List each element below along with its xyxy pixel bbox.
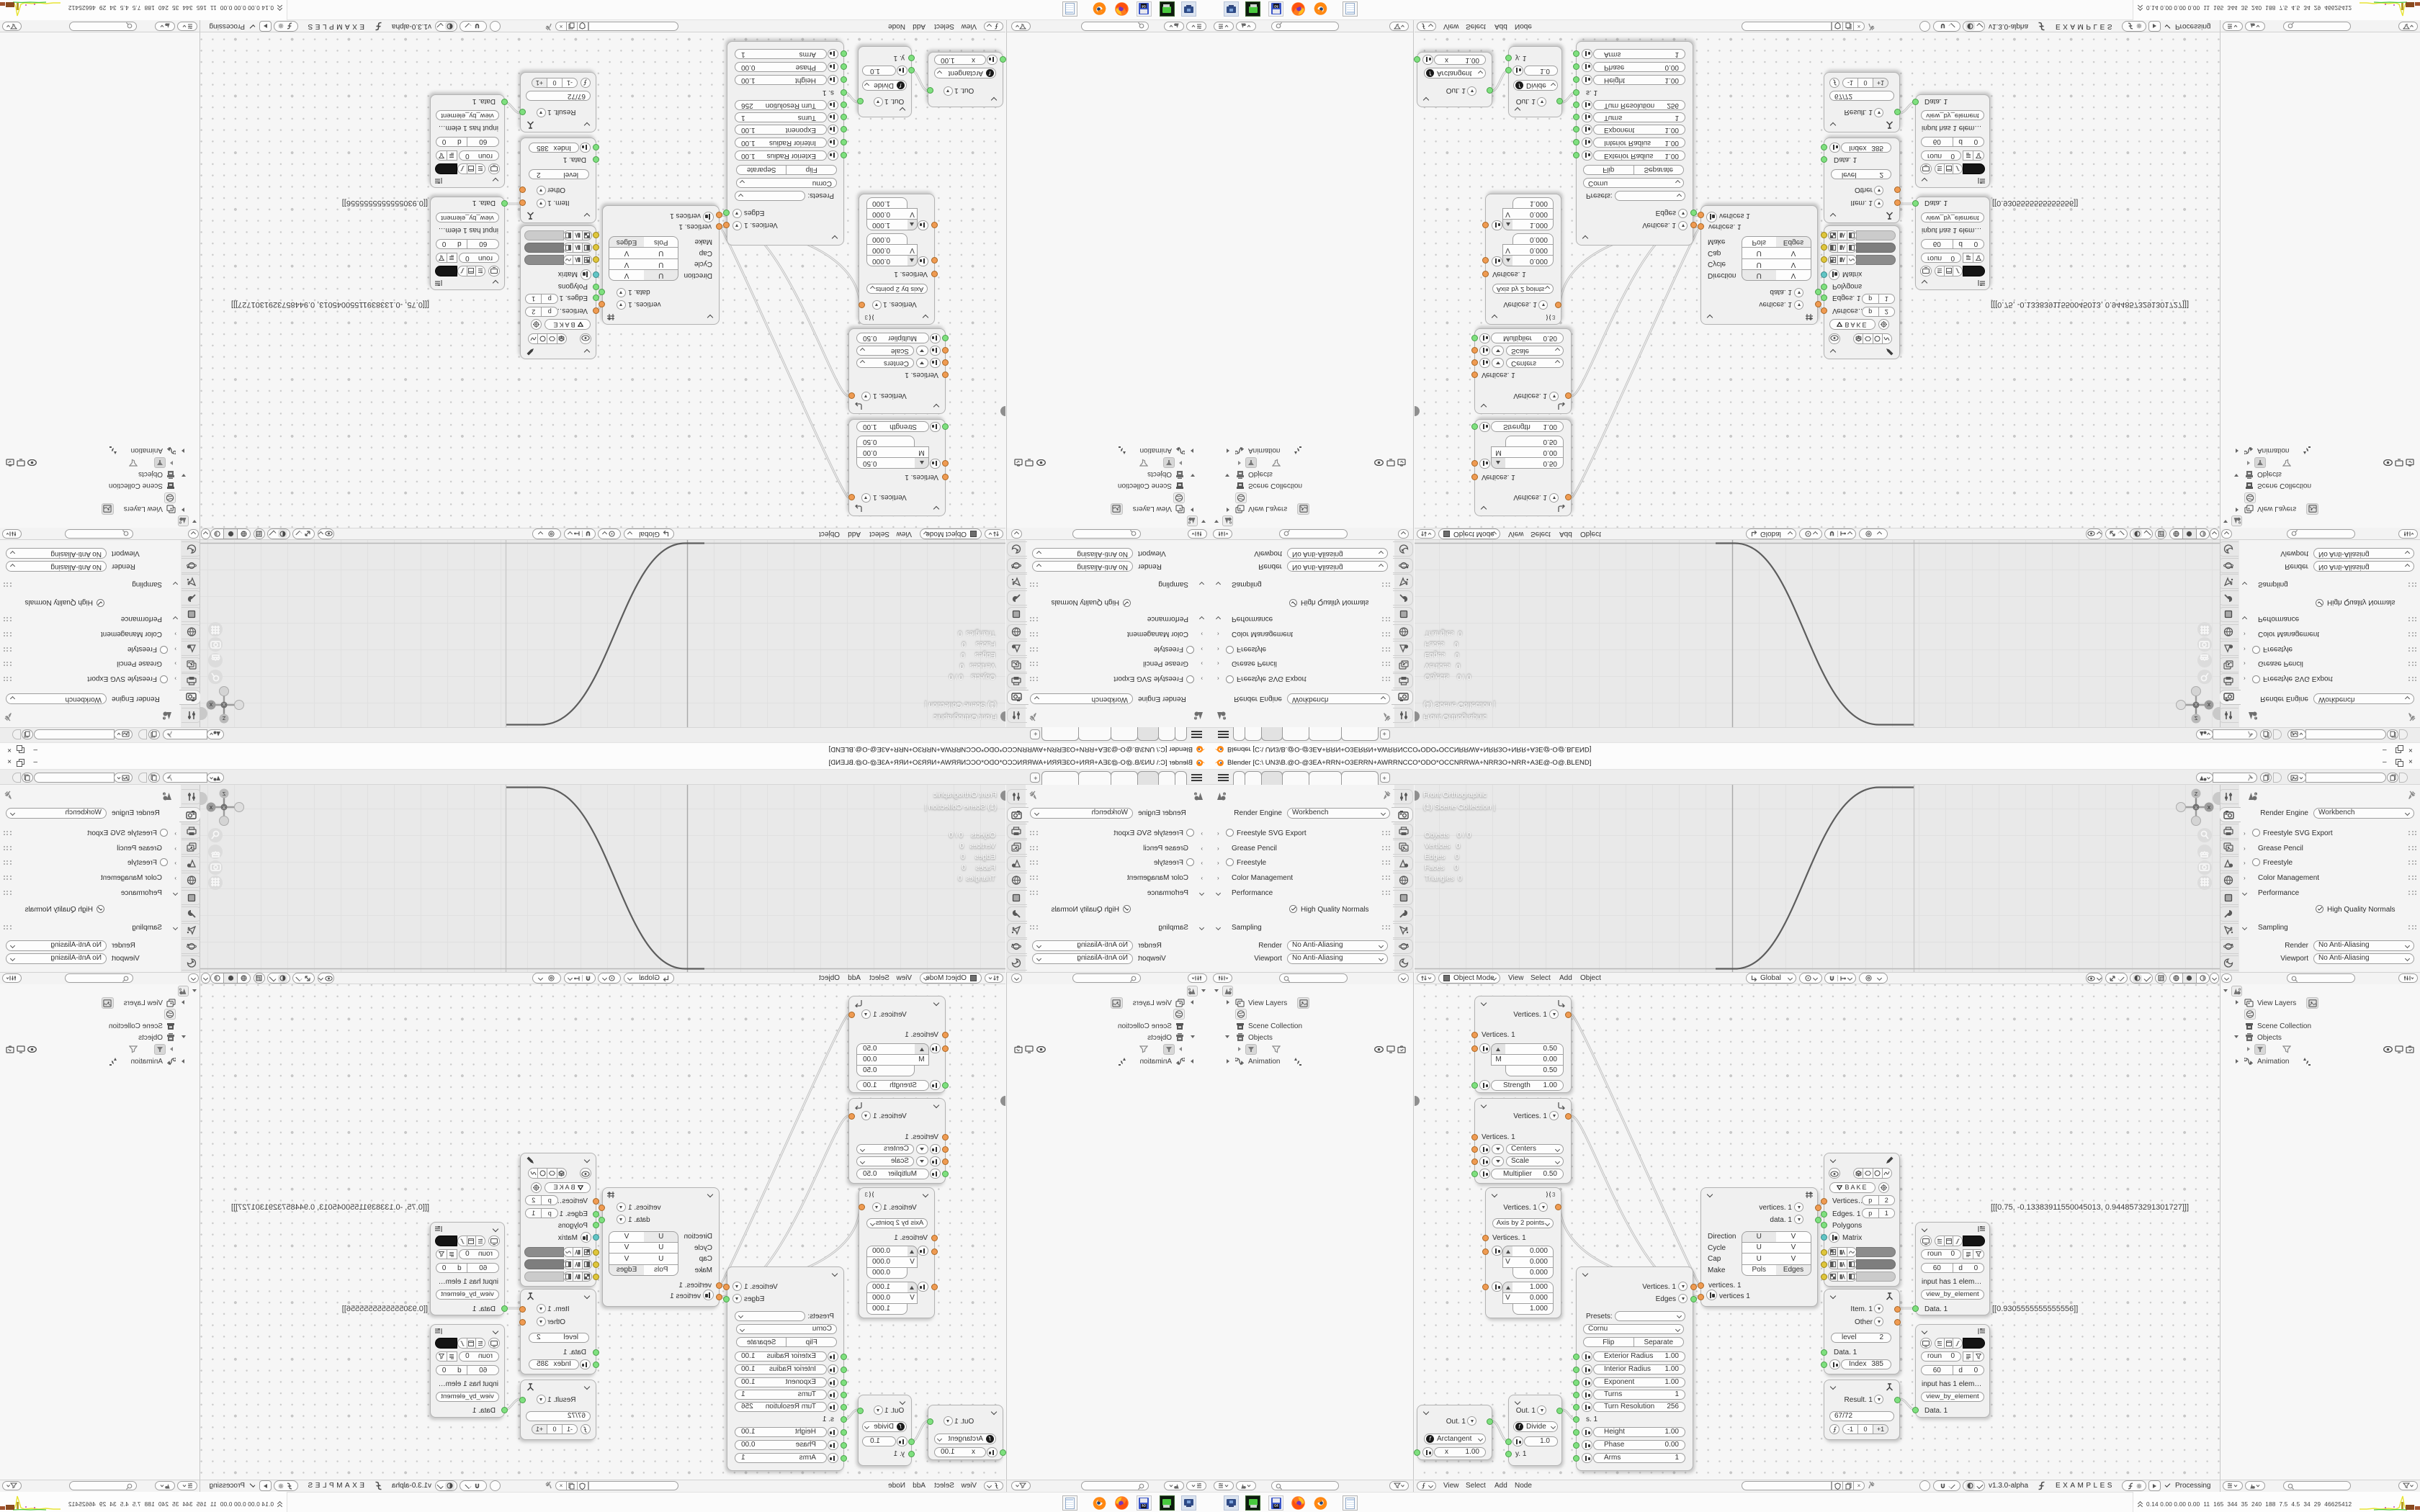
svg-text:X: X <box>2208 701 2211 706</box>
svg-text:X: X <box>222 806 225 811</box>
svg-text:X: X <box>2195 806 2198 811</box>
svg-text:Z: Z <box>2195 792 2198 797</box>
svg-text:3: 3 <box>864 1192 868 1198</box>
svg-text:Z: Z <box>2195 715 2198 720</box>
svg-text:Z: Z <box>222 792 225 797</box>
svg-text:X: X <box>2208 806 2211 811</box>
svg-text:X: X <box>209 806 212 811</box>
svg-text:X: X <box>222 701 225 706</box>
svg-text:X: X <box>209 701 212 706</box>
svg-text:3: 3 <box>1552 1192 1556 1198</box>
svg-text:X: X <box>2195 701 2198 706</box>
svg-text:Z: Z <box>222 715 225 720</box>
svg-text:3: 3 <box>1552 314 1556 320</box>
svg-text:3: 3 <box>864 314 868 320</box>
